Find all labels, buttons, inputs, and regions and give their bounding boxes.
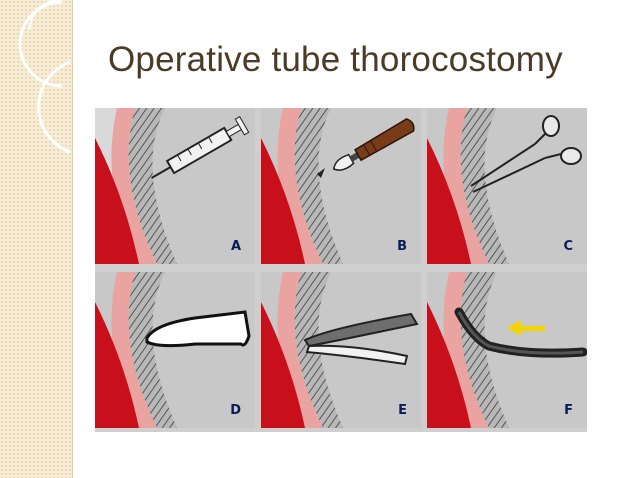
decorative-side-strip bbox=[0, 0, 72, 478]
scalpel-icon bbox=[332, 118, 415, 171]
syringe-illustration bbox=[95, 108, 255, 264]
forceps-illustration bbox=[427, 108, 587, 264]
rib-layer bbox=[128, 108, 177, 264]
panel-c-forceps-step: C bbox=[427, 108, 587, 264]
decorative-rings bbox=[18, 0, 71, 154]
arrow-icon bbox=[507, 320, 545, 336]
slide-title: Operative tube thorocostomy bbox=[108, 40, 563, 79]
panel-d-finger-step: D bbox=[95, 272, 255, 428]
forceps-icon bbox=[470, 115, 582, 193]
clamp-icon bbox=[303, 312, 419, 366]
panel-letter: D bbox=[230, 403, 241, 418]
panel-letter: C bbox=[563, 239, 573, 254]
finger-illustration bbox=[95, 272, 255, 428]
panel-letter: F bbox=[564, 403, 573, 418]
side-strip-border bbox=[72, 0, 73, 478]
panel-e-clamp-step: E bbox=[261, 272, 421, 428]
syringe-icon bbox=[151, 116, 250, 179]
panel-letter: E bbox=[398, 403, 407, 418]
panel-a-syringe-step: A bbox=[95, 108, 255, 264]
panel-letter: B bbox=[397, 239, 407, 254]
lung-shape bbox=[95, 138, 139, 264]
clamp-illustration bbox=[261, 272, 421, 428]
scalpel-illustration bbox=[261, 108, 421, 264]
panel-f-chest-tube-step: F bbox=[427, 272, 587, 428]
procedure-illustration: A B bbox=[95, 108, 587, 432]
panel-b-scalpel-step: B bbox=[261, 108, 421, 264]
finger-icon bbox=[145, 310, 251, 348]
panel-letter: A bbox=[230, 239, 241, 254]
chest-tube-illustration bbox=[427, 272, 587, 428]
